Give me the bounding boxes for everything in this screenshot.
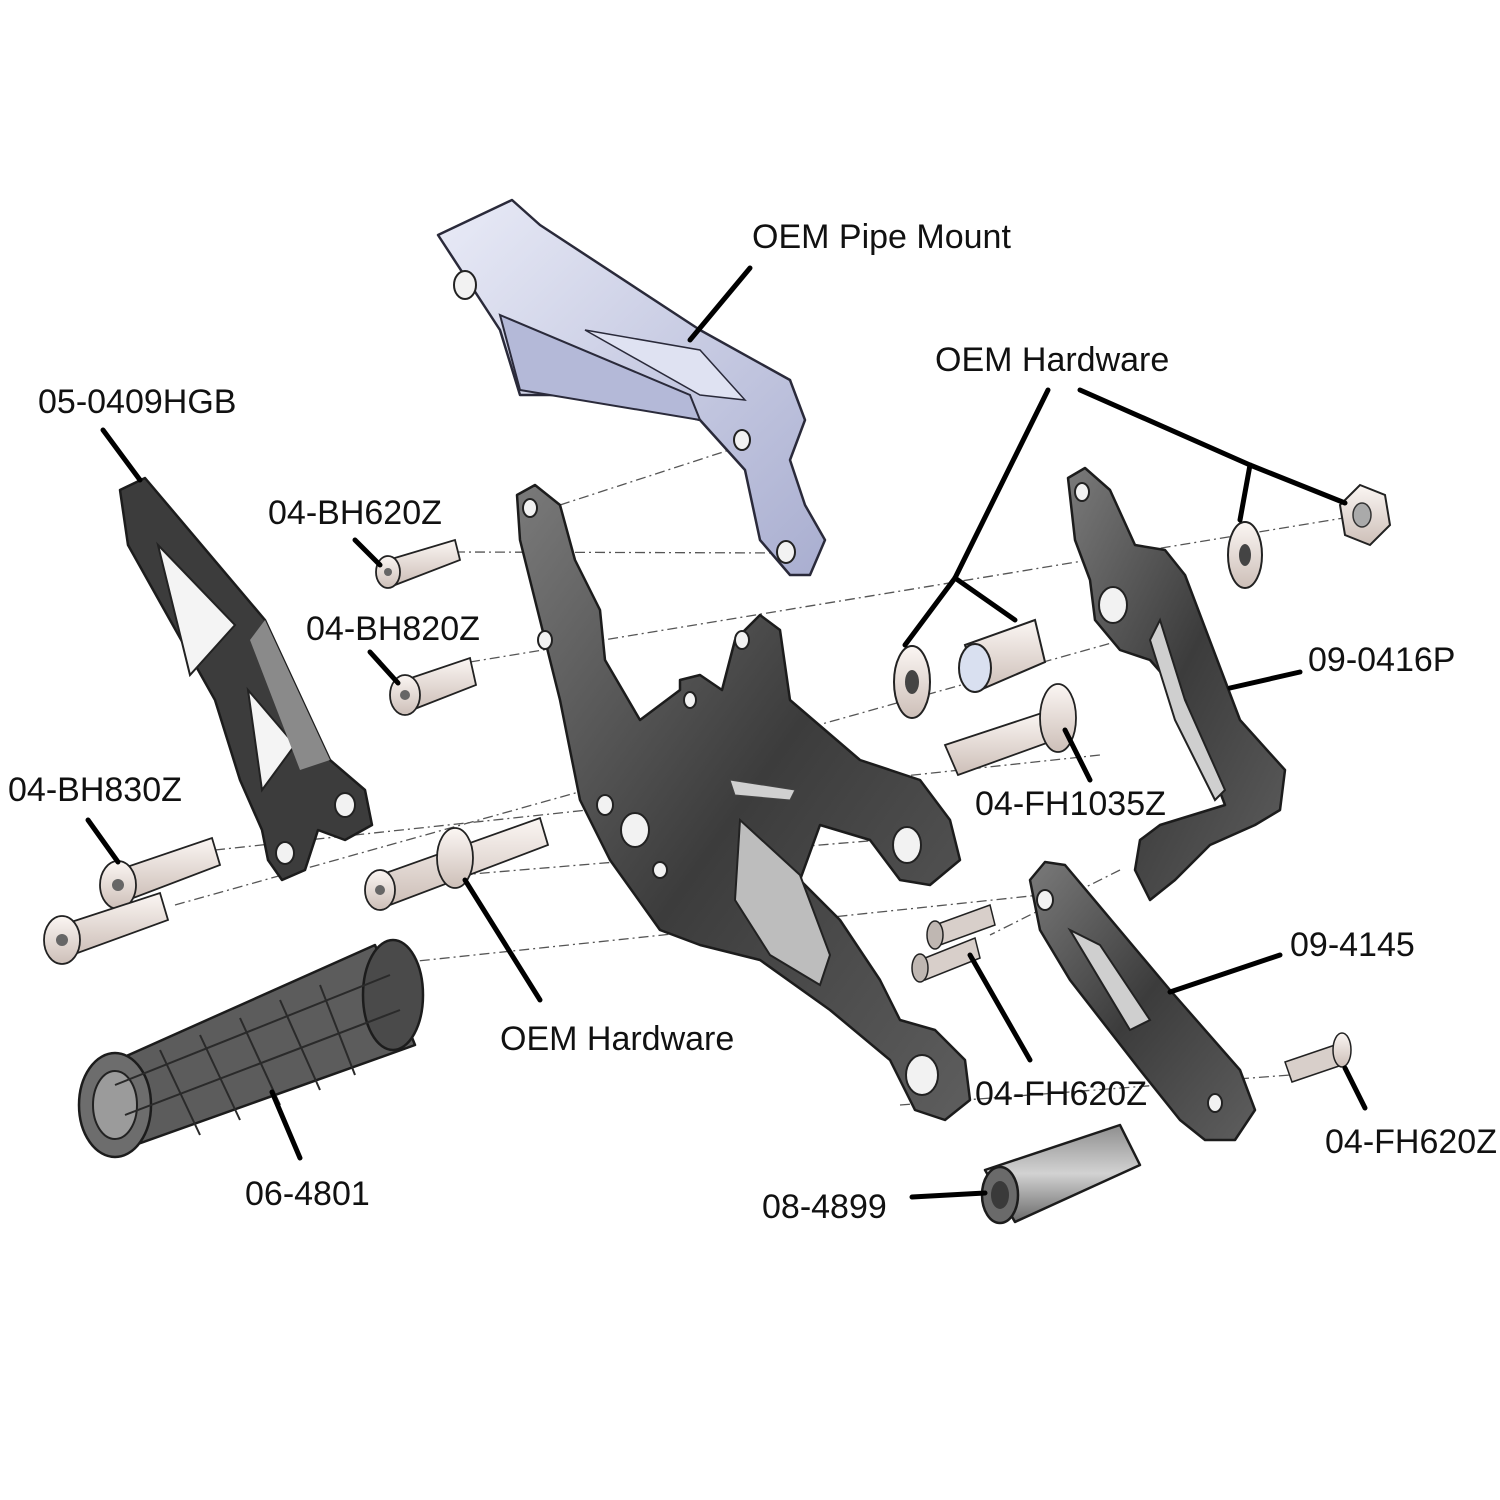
leader-fh620-right — [1342, 1065, 1368, 1111]
bolt-fh620z-right — [1284, 1032, 1352, 1083]
bolt-fh1035z — [943, 683, 1077, 777]
heel-guard-part — [118, 476, 374, 882]
leader-bh820 — [367, 649, 401, 686]
leader-lines — [85, 265, 1368, 1200]
footpeg-part — [77, 938, 425, 1159]
leader-oem-hardware-top-a1 — [902, 575, 958, 648]
leader-oem-hardware-top-b2 — [1247, 462, 1348, 506]
label-bolt-bh830z: 04-BH830Z — [8, 771, 182, 809]
bolt-fh620z-mid — [911, 904, 996, 983]
label-heel-guard: 05-0409HGB — [38, 383, 237, 421]
label-link-09-4145: 09-4145 — [1290, 926, 1415, 964]
leader-spacer — [909, 1190, 988, 1200]
leader-oem-hardware-top-b1 — [1237, 462, 1253, 523]
leader-bh830 — [85, 817, 121, 865]
leader-fh1035 — [1062, 727, 1093, 783]
leader-oem-hardware-top-a — [952, 387, 1051, 581]
label-oem-hardware-bottom: OEM Hardware — [500, 1020, 735, 1058]
label-lever-09-0416p: 09-0416P — [1308, 641, 1456, 679]
oem-pipe-mount-part — [436, 198, 827, 577]
label-oem-hardware-top: OEM Hardware — [935, 341, 1170, 379]
leader-footpeg — [269, 1089, 303, 1161]
label-spacer-08-4899: 08-4899 — [762, 1188, 887, 1226]
bolt-bh830z-lower — [43, 891, 170, 965]
leader-oem-hardware-top-b — [1077, 387, 1253, 468]
leader-oem-hardware-top-a2 — [952, 575, 1018, 623]
label-footpeg-06-4801: 06-4801 — [245, 1175, 370, 1213]
bolt-oem-hardware-lower — [364, 816, 550, 911]
bolt-bh820z — [389, 656, 478, 716]
main-rearset-plate — [515, 483, 972, 1122]
label-bolt-bh620z: 04-BH620Z — [268, 494, 442, 532]
bolt-bh620z — [375, 538, 462, 589]
label-bolt-fh1035z: 04-FH1035Z — [975, 785, 1166, 823]
leader-bh620 — [352, 537, 383, 568]
label-bolt-bh820z: 04-BH820Z — [306, 610, 480, 648]
label-bolt-fh620z-right: 04-FH620Z — [1325, 1123, 1497, 1161]
leader-lever-0416p — [1227, 669, 1303, 691]
leader-fh620-mid — [967, 952, 1033, 1063]
oem-hardware-set — [893, 483, 1392, 719]
leader-heel-guard — [100, 427, 143, 483]
leader-link-4145 — [1167, 952, 1283, 995]
shift-link-part — [1028, 860, 1257, 1142]
label-oem-pipe-mount: OEM Pipe Mount — [752, 218, 1011, 256]
label-bolt-fh620z-mid: 04-FH620Z — [975, 1075, 1147, 1113]
shift-lever-part — [1066, 466, 1287, 902]
spacer-part — [980, 1123, 1142, 1225]
leader-oem-pipe-mount — [687, 265, 753, 343]
leader-oem-hardware-bottom — [462, 877, 543, 1003]
